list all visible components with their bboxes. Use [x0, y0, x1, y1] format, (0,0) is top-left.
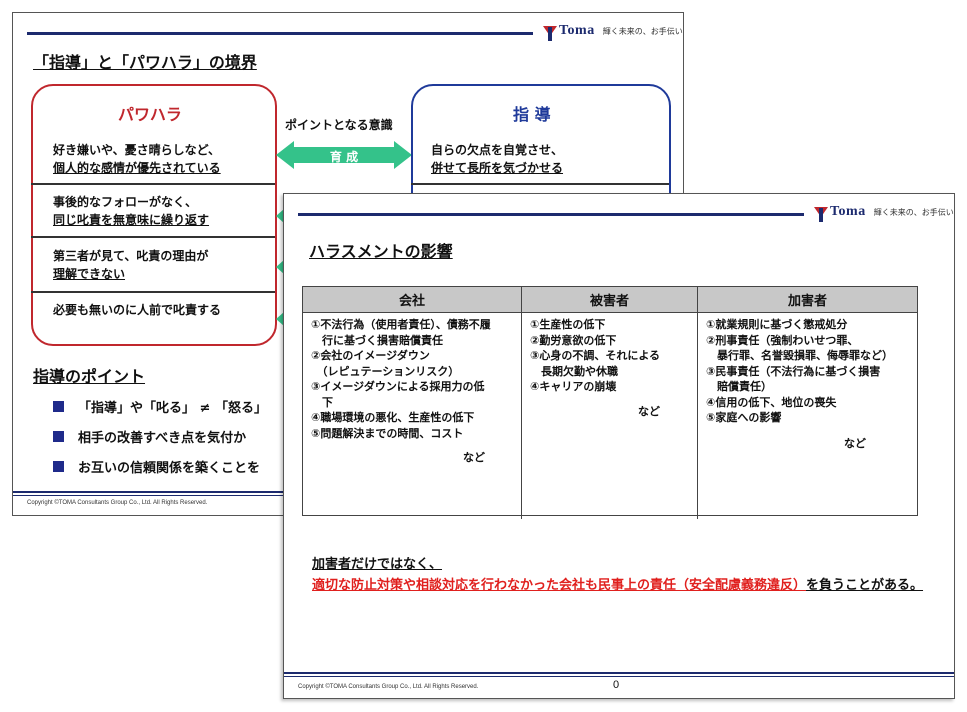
cell-line: 長期欠勤や休職 [530, 364, 618, 378]
table-header-company: 会社 [303, 287, 522, 313]
toma-logo-icon [814, 207, 828, 222]
arrow-tip-icon [276, 209, 284, 223]
divider [411, 183, 669, 185]
row-text-underlined: 同じ叱責を無意味に繰り返す [53, 213, 210, 227]
toma-logo: Toma 輝く未来の、お手伝い。 [814, 204, 955, 222]
slide-harassment-impact: Toma 輝く未来の、お手伝い。 ハラスメントの影響 会社 被害者 加害者 ①不… [283, 193, 955, 699]
arrow-tip-icon [276, 260, 284, 274]
nurture-label: 育 成 [329, 150, 359, 164]
cell-line: ②勤労意欲の低下 [530, 333, 617, 347]
header-rule [298, 213, 804, 216]
cell-line: （レピュテーションリスク） [311, 364, 460, 378]
divider [31, 236, 275, 238]
impact-table: 会社 被害者 加害者 ①不法行為（使用者責任）、債務不履 行に基づく損害賠償責任… [302, 286, 918, 519]
conclusion-emphasis: 適切な防止対策や相談対応を行わなかった会社も民事上の責任（安全配慮義務違反） [312, 578, 807, 593]
harassment-row-2: 事後的なフォローがなく、 同じ叱責を無意味に繰り返す [53, 193, 297, 229]
slide-title: 「指導」と「パワハラ」の境界 [33, 53, 257, 72]
cell-line: ①生産性の低下 [530, 318, 606, 331]
cell-line: ④キャリアの崩壊 [530, 380, 617, 393]
cell-line: ⑤家庭への影響 [706, 411, 782, 424]
etc-label: など [463, 451, 485, 464]
copyright: Copyright ©TOMA Consultants Group Co., L… [27, 500, 208, 506]
cell-line: 賠償責任） [706, 380, 772, 393]
row-text: 事後的なフォローがなく、 [53, 195, 198, 209]
conclusion-text: 加害者だけではなく、適切な防止対策や相談対応を行わなかった会社も民事上の責任（安… [312, 554, 932, 596]
point-item: お互いの信頼関係を築くことを [53, 457, 260, 476]
double-arrow-icon [276, 141, 412, 169]
etc-label: など [844, 437, 866, 450]
toma-logo: Toma 輝く未来の、お手伝い。 [543, 23, 684, 41]
row-text-underlined: 併せて長所を気づかせる [431, 161, 564, 175]
table-cell-company: ①不法行為（使用者責任）、債務不履 行に基づく損害賠償責任 ②会社のイメージダウ… [303, 313, 522, 519]
header-rule [27, 32, 533, 35]
cell-line: ③民事責任（不法行為に基づく損害 [706, 364, 881, 378]
cell-line: ③心身の不調、それによる [530, 349, 660, 362]
row-text: 好き嫌いや、憂さ晴らしなど、 [53, 143, 221, 157]
row-text: 第三者が見て、叱責の理由が [53, 249, 209, 263]
points-title: 指導のポイント [33, 367, 146, 386]
harassment-heading: パワハラ [118, 105, 182, 124]
logo-name: Toma [830, 204, 866, 219]
cell-line: ②会社のイメージダウン [311, 349, 430, 362]
cell-line: ⑤問題解決までの時間、コスト [311, 426, 464, 440]
row-text-underlined: 個人的な感情が優先されている [53, 161, 221, 175]
cell-line: ④信用の低下、地位の喪失 [706, 395, 837, 409]
logo-name: Toma [559, 23, 595, 38]
table-header-perpetrator: 加害者 [698, 287, 917, 313]
cell-line: ④職場環境の悪化、生産性の低下 [311, 411, 475, 424]
guidance-heading: 指 導 [513, 105, 551, 124]
cell-line: ②刑事責任（強制わいせつ罪、 [706, 333, 859, 347]
slide-title: ハラスメントの影響 [309, 242, 453, 261]
bullet-square-icon [53, 461, 64, 472]
logo-tagline: 輝く未来の、お手伝い。 [602, 26, 684, 36]
arrow-tip-icon [276, 312, 284, 326]
guidance-row-1: 自らの欠点を自覚させ、 併せて長所を気づかせる [431, 141, 675, 177]
conclusion-part: 加害者だけではなく、 [312, 557, 443, 572]
bullet-square-icon [53, 401, 64, 412]
logo-tagline: 輝く未来の、お手伝い。 [873, 207, 955, 217]
table-cell-victim: ①生産性の低下 ②勤労意欲の低下 ③心身の不調、それによる 長期欠勤や休職 ④キ… [522, 313, 698, 519]
divider [31, 183, 275, 185]
conclusion-part: を負うことがある。 [806, 578, 924, 593]
cell-line: ③イメージダウンによる採用力の低 [311, 380, 485, 393]
table-cell-perpetrator: ①就業規則に基づく懲戒処分 ②刑事責任（強制わいせつ罪、 暴行罪、名誉毀損罪、侮… [698, 313, 917, 519]
copyright: Copyright ©TOMA Consultants Group Co., L… [298, 684, 479, 690]
harassment-row-3: 第三者が見て、叱責の理由が 理解できない [53, 247, 297, 283]
bullet-square-icon [53, 431, 64, 442]
point-text: 「指導」や「叱る」 ≠ 「怒る」 [78, 401, 267, 416]
key-awareness-label: ポイントとなる意識 [285, 118, 393, 132]
cell-line: 下 [311, 395, 333, 409]
etc-label: など [638, 405, 660, 418]
footer-rule [284, 676, 954, 677]
point-text: 相手の改善すべき点を気付か [78, 431, 247, 446]
cell-line: 暴行罪、名誉毀損罪、侮辱罪など） [706, 349, 893, 362]
point-item: 「指導」や「叱る」 ≠ 「怒る」 [53, 397, 267, 416]
harassment-row-1: 好き嫌いや、憂さ晴らしなど、 個人的な感情が優先されている [53, 141, 297, 177]
point-text: お互いの信頼関係を築くことを [78, 461, 261, 476]
cell-line: 行に基づく損害賠償責任 [311, 333, 443, 347]
cell-line: ①不法行為（使用者責任）、債務不履 [311, 318, 491, 331]
row-text: 自らの欠点を自覚させ、 [431, 143, 564, 157]
footer-rule [284, 672, 954, 674]
row-text-underlined: 理解できない [53, 267, 126, 281]
toma-logo-icon [543, 26, 557, 41]
point-item: 相手の改善すべき点を気付か [53, 427, 246, 446]
divider [31, 291, 275, 293]
cell-line: ①就業規則に基づく懲戒処分 [706, 318, 848, 331]
harassment-row-4: 必要も無いのに人前で叱責する [53, 301, 297, 319]
table-header-victim: 被害者 [522, 287, 698, 313]
row-text: 必要も無いのに人前で叱責する [53, 303, 222, 317]
page-number: 0 [613, 679, 620, 691]
